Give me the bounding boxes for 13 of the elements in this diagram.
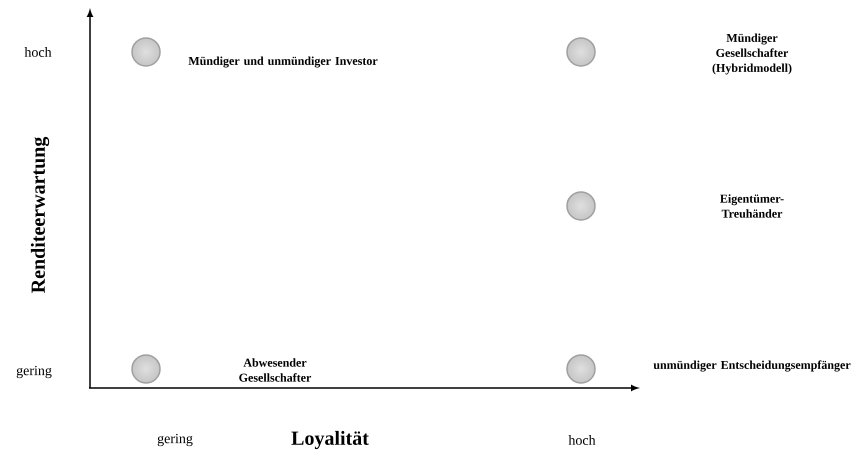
axis-title: Loyalität [291,430,369,450]
point-label: unmündiger Entscheidungsempfänger [654,360,850,372]
point-label: Abwesender Gesellschafter [239,358,312,382]
axis-title: Renditeerwartung [30,136,50,293]
marker-circle [566,354,596,384]
tick-label: gering [16,366,52,378]
point-label: Mündiger Gesellschafter (Hybridmodell) [712,34,792,74]
marker-circle [131,37,161,67]
point-label: Eigentümer-Treuhänder [720,194,784,218]
marker-circle [131,354,161,384]
marker-circle [566,191,596,221]
marker-circle [566,37,596,67]
tick-label: hoch [24,47,52,57]
